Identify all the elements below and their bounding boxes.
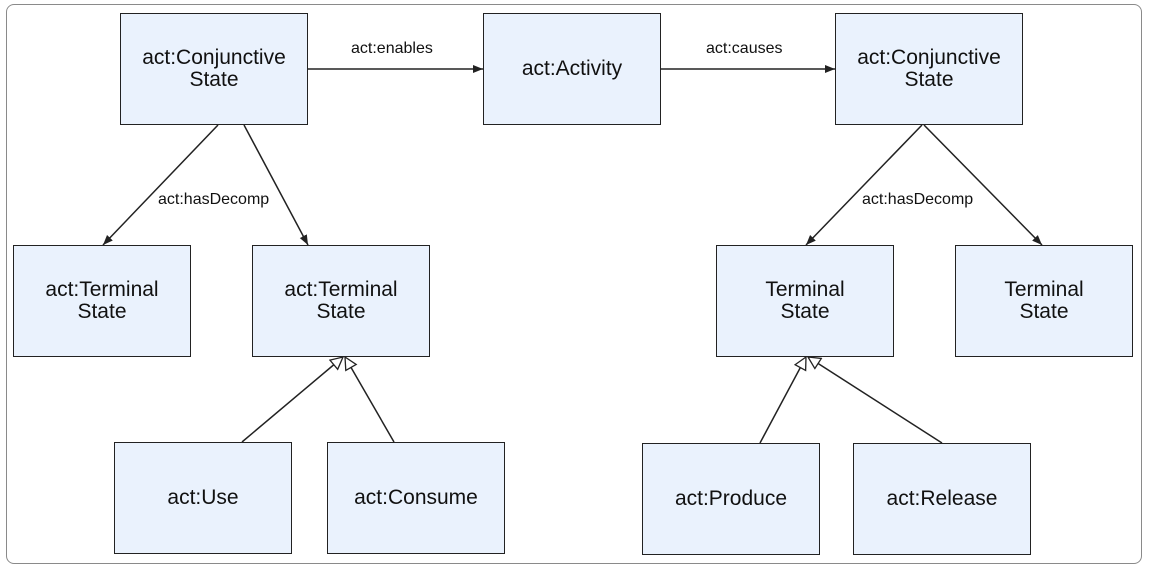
edge-subclass-consume [345, 357, 395, 443]
edge-label-enables: act:enables [351, 40, 433, 57]
edge-subclass-release [808, 357, 943, 444]
node-text: act:Release [886, 487, 998, 510]
node-use[interactable]: act:Use [114, 442, 292, 554]
node-activity[interactable]: act:Activity [483, 13, 661, 125]
edge-subclass-produce [759, 357, 806, 444]
edge-decomp-right-a [805, 124, 923, 246]
node-text: act:Consume [354, 486, 478, 509]
node-release[interactable]: act:Release [853, 443, 1031, 555]
edge-decomp-right-b [923, 124, 1043, 246]
node-text: act:Produce [674, 487, 788, 510]
edge-decomp-left-b [243, 124, 309, 246]
edge-label-has-decomp-left: act:hasDecomp [158, 191, 270, 208]
node-text: act:Activity [521, 57, 623, 80]
node-consume[interactable]: act:Consume [327, 442, 505, 554]
edge-subclass-use [241, 357, 343, 443]
edge-label-has-decomp-right: act:hasDecomp [862, 191, 974, 208]
node-text: act:Use [167, 486, 239, 509]
edge-label-causes: act:causes [706, 40, 783, 57]
edge-decomp-left-a [102, 124, 219, 246]
node-produce[interactable]: act:Produce [642, 443, 820, 555]
